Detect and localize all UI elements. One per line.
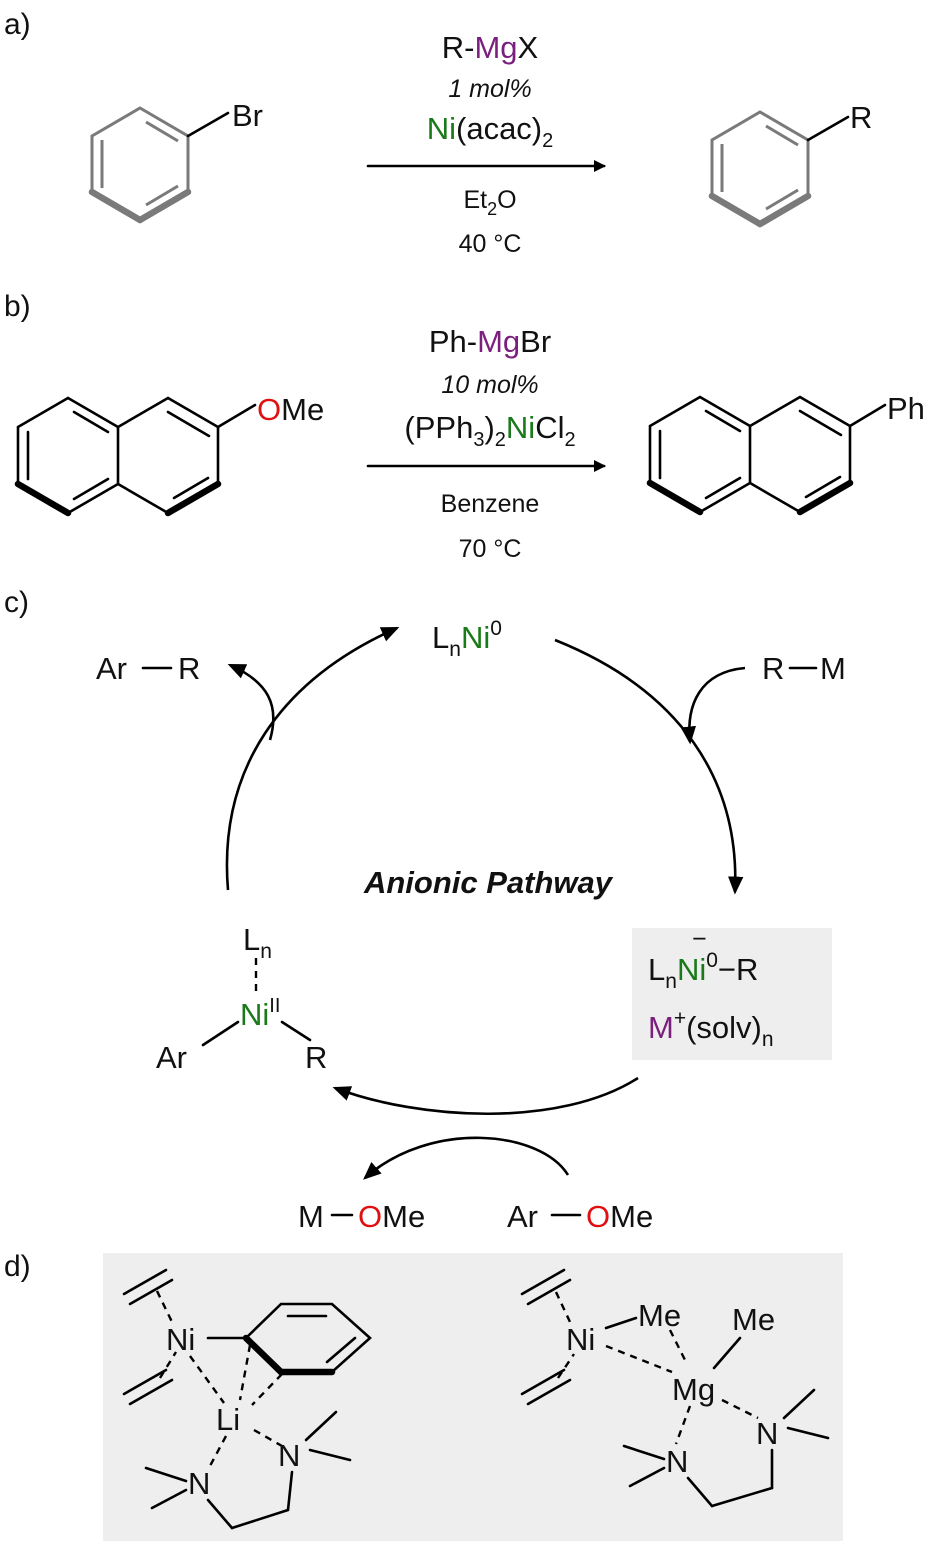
svg-text:M: M bbox=[820, 651, 846, 686]
temperature-a: 40 °C bbox=[459, 230, 522, 258]
panel-c: c) LnNi0 Ar R R M Anionic Pathway LnNi0−… bbox=[4, 586, 846, 1234]
catalyst-loading-b: 10 mol% bbox=[441, 371, 538, 399]
ate-complex-box bbox=[632, 928, 832, 1060]
panel-a: a) Br R-MgX 1 mol% Ni(acac)2 Et2O 40 °C bbox=[4, 8, 872, 258]
catalyst-b: (PPh3)2NiCl2 bbox=[404, 410, 575, 451]
reagent-r-m: R M bbox=[762, 651, 846, 686]
temperature-b: 70 °C bbox=[459, 535, 522, 563]
r-substituent-a: R bbox=[850, 100, 872, 135]
bromo-substituent: Br bbox=[232, 98, 263, 133]
svg-text:R: R bbox=[762, 651, 784, 686]
product-benzene-structure-a: R bbox=[708, 100, 872, 228]
solvent-b: Benzene bbox=[441, 490, 540, 518]
nitrogen-atom-left-1: N bbox=[188, 1466, 210, 1501]
product-ar-r: Ar R bbox=[96, 651, 200, 686]
svg-text:Ar: Ar bbox=[156, 1040, 187, 1075]
ate-charge: − bbox=[692, 925, 707, 953]
nitrogen-atom-right-1: N bbox=[666, 1444, 688, 1479]
svg-text:R: R bbox=[305, 1040, 327, 1075]
ni0-complex: LnNi0 bbox=[432, 617, 502, 661]
nickel-atom-left: Ni bbox=[166, 1322, 195, 1357]
panel-label-b: b) bbox=[4, 290, 31, 323]
methoxynaphthalene-structure: OMe bbox=[14, 392, 324, 517]
byproduct-release-arrow bbox=[363, 1136, 570, 1180]
ni2-complex: Ln NiII Ar R bbox=[156, 922, 327, 1075]
cycle-arc-reductive-elimination bbox=[225, 626, 400, 891]
methyl-bridging: Me bbox=[638, 1298, 681, 1333]
panel-label-a: a) bbox=[4, 8, 31, 41]
byproduct-m-ome: M OMe bbox=[298, 1199, 425, 1234]
svg-text:OMe: OMe bbox=[358, 1199, 425, 1234]
ate-complex: LnNi0−R bbox=[648, 949, 758, 993]
bromobenzene-structure: Br bbox=[88, 98, 263, 224]
reagent-entry-arrow bbox=[680, 666, 746, 745]
substrate-ar-ome: Ar OMe bbox=[507, 1199, 653, 1234]
panel-label-c: c) bbox=[4, 586, 29, 619]
panel-label-d: d) bbox=[4, 1250, 31, 1283]
methoxy-substituent: OMe bbox=[257, 392, 324, 427]
solvent-a: Et2O bbox=[463, 186, 516, 219]
nickelate-magnesium-structure: Ni Me Me Mg N N bbox=[520, 1268, 830, 1508]
nickel-atom-right: Ni bbox=[566, 1322, 595, 1357]
reagent-grignard-a: R-MgX bbox=[442, 30, 539, 65]
pathway-title: Anionic Pathway bbox=[363, 865, 614, 900]
nitrogen-atom-right-2: N bbox=[756, 1416, 778, 1451]
svg-text:NiII: NiII bbox=[240, 995, 280, 1032]
catalyst-a: Ni(acac)2 bbox=[427, 111, 554, 152]
phenylnaphthalene-structure: Ph bbox=[646, 391, 925, 516]
svg-text:OMe: OMe bbox=[586, 1199, 653, 1234]
catalyst-loading-a: 1 mol% bbox=[448, 75, 531, 103]
svg-text:M: M bbox=[298, 1199, 324, 1234]
magnesium-atom: Mg bbox=[672, 1372, 715, 1407]
reagent-grignard-b: Ph-MgBr bbox=[429, 324, 551, 359]
lithium-atom: Li bbox=[216, 1402, 240, 1437]
svg-text:Ln: Ln bbox=[243, 922, 272, 963]
svg-text:Ar: Ar bbox=[96, 651, 127, 686]
counter-cation: M+(solv)n bbox=[648, 1007, 774, 1051]
methyl-terminal: Me bbox=[732, 1302, 775, 1337]
svg-text:R: R bbox=[178, 651, 200, 686]
svg-text:Ar: Ar bbox=[507, 1199, 538, 1234]
product-release-arrow bbox=[227, 663, 275, 741]
phenyl-substituent: Ph bbox=[887, 391, 925, 426]
cycle-arc-transmetalation bbox=[554, 638, 744, 895]
panel-b: b) OMe Ph-MgBr 10 mol% (PPh3)2NiCl2 Benz… bbox=[4, 290, 925, 563]
nickelate-lithium-structure: Ni Li N N bbox=[122, 1268, 372, 1530]
cycle-arc-oxidative-addition bbox=[332, 1076, 639, 1116]
structures-box bbox=[103, 1253, 843, 1541]
panel-d: d) Ni Li N bbox=[4, 1250, 843, 1541]
nitrogen-atom-left-2: N bbox=[278, 1438, 300, 1473]
